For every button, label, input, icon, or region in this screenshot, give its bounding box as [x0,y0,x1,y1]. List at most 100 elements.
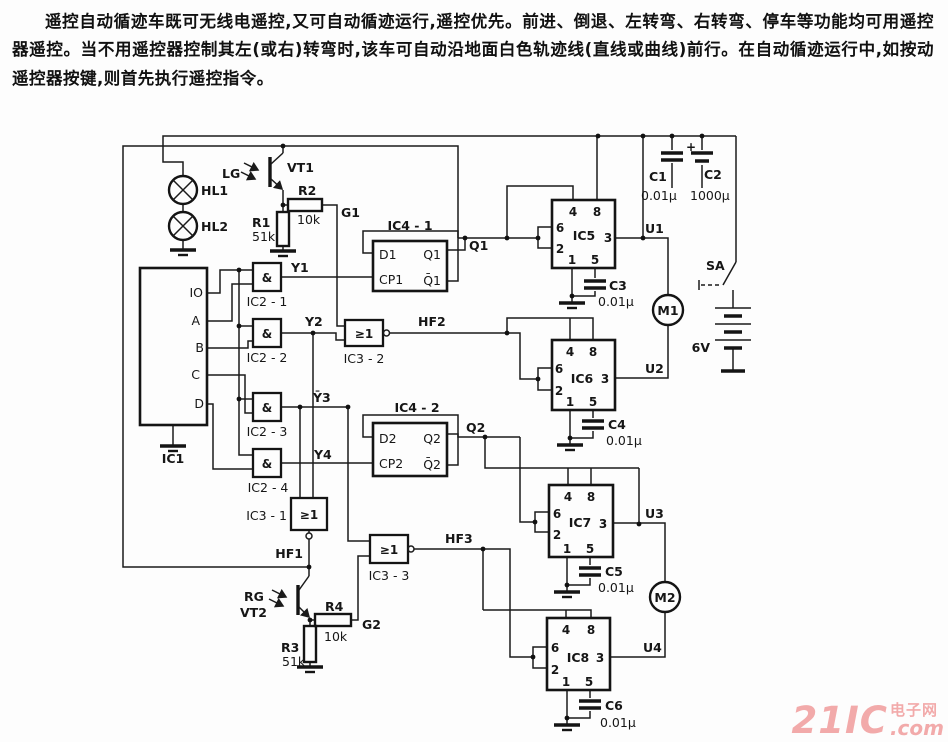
label-ic4-2: IC4 - 2 [394,400,439,415]
label-ic5: IC5 [573,228,596,243]
label-ic2-3: IC2 - 3 [247,424,288,439]
label-and-2: & [262,327,272,341]
label-r1-val: 51k [252,229,276,244]
nor-gate-ic3-2 [343,318,391,348]
label-q2: Q2 [423,431,441,446]
label-r4: R4 [325,599,344,614]
wires [122,135,737,724]
ground-r1 [270,249,296,258]
label-q1-wire: Q1 [469,238,488,253]
label-y1: Y1 [290,260,309,275]
label-or-2: ≥1 [355,327,373,341]
ic8-pin4: 4 [562,623,570,637]
battery-6v [715,307,751,373]
label-c5: C5 [605,564,623,579]
label-q2n: Q̄2 [423,457,441,472]
label-ic2-2: IC2 - 2 [247,350,288,365]
ic6-pin5: 5 [589,395,597,409]
label-y2: Y2 [304,314,323,329]
resistor-r4 [313,612,353,628]
watermark-cn: 电子网 [889,701,938,719]
and-gate-ic2-4 [251,447,283,479]
flipflop-ic4-2 [371,421,449,478]
ic7-pin1: 1 [563,542,571,556]
ic5-pin4: 4 [569,205,577,219]
label-hf1: HF1 [275,546,303,561]
nor-gate-ic3-3 [368,533,415,565]
ground-c4 [557,443,583,452]
label-plus: + [686,140,696,154]
label-y3: Ȳ3 [312,390,331,405]
label-q1: Q1 [423,247,441,262]
ic5-pin8: 8 [593,205,601,219]
capacitor-c5 [579,566,601,577]
lamp-hl2 [167,210,199,242]
junction-dots [236,133,705,721]
label-u2: U2 [645,361,664,376]
ground-ic1 [160,444,186,453]
timer-ic8 [545,616,612,692]
label-c2-val: 1000μ [690,188,730,203]
label-hf2: HF2 [418,314,446,329]
ic5-pin1: 1 [568,253,576,267]
label-c2: C2 [704,167,722,182]
label-hf3: HF3 [445,531,473,546]
label-hl2: HL2 [201,219,228,234]
lamp-hl1 [167,174,199,206]
label-c1-val: 0.01μ [641,188,677,203]
ic5-pin3: 3 [604,231,612,245]
ic5-pin6: 6 [556,221,564,235]
ic8-pin1: 1 [562,675,570,689]
label-y4: Y4 [313,447,332,462]
label-c3: C3 [609,278,627,293]
label-6v: 6V [692,340,711,355]
ic6-pin2: 2 [555,384,563,398]
label-and-3: & [262,401,272,415]
and-gate-ic2-2 [251,317,283,349]
resistor-r2 [286,197,324,213]
label-u1: U1 [645,221,664,236]
label-c6-val: 0.01μ [600,715,636,730]
label-c4-val: 0.01μ [606,433,642,448]
ic8-pin3: 3 [596,651,604,665]
ic7-pin5: 5 [586,542,594,556]
timer-ic6 [550,338,617,412]
ic5-pin2: 2 [556,242,564,256]
label-c: C [191,367,200,382]
ic6-pin8: 8 [589,345,597,359]
watermark: 21IC 电子网 .com [792,699,944,739]
label-m2: M2 [654,590,675,605]
phototransistor-vt2 [268,575,311,619]
label-ic3-2: IC3 - 2 [344,351,385,366]
label-g1: G1 [341,205,360,220]
ic7-pin8: 8 [587,490,595,504]
label-ic3-3: IC3 - 3 [369,568,410,583]
ic7-pin6: 6 [553,507,561,521]
phototransistor-vt1 [240,152,284,191]
label-vt2: VT2 [240,605,267,620]
label-c1: C1 [649,169,667,184]
capacitor-c3 [584,279,606,290]
label-r2: R2 [298,183,316,198]
label-r1: R1 [252,215,270,230]
ic5-pin5: 5 [591,253,599,267]
label-ic8: IC8 [567,650,590,665]
label-r3: R3 [281,640,299,655]
label-hl1: HL1 [201,183,228,198]
ic6-pin1: 1 [566,395,574,409]
label-d1: D1 [379,247,397,262]
timer-ic7 [547,483,615,559]
label-u3: U3 [645,506,664,521]
ic8-pin5: 5 [585,675,593,689]
label-ic4-1: IC4 - 1 [387,218,432,233]
label-c4: C4 [608,417,626,432]
label-q2-wire: Q2 [466,420,485,435]
label-ic1: IC1 [162,451,185,466]
label-ic2-4: IC2 - 4 [248,480,289,495]
ic8-pin8: 8 [587,623,595,637]
ic8-pin2: 2 [551,663,559,677]
ground-c6 [554,723,580,732]
ground-c5 [554,590,580,599]
label-or-1: ≥1 [300,508,318,522]
